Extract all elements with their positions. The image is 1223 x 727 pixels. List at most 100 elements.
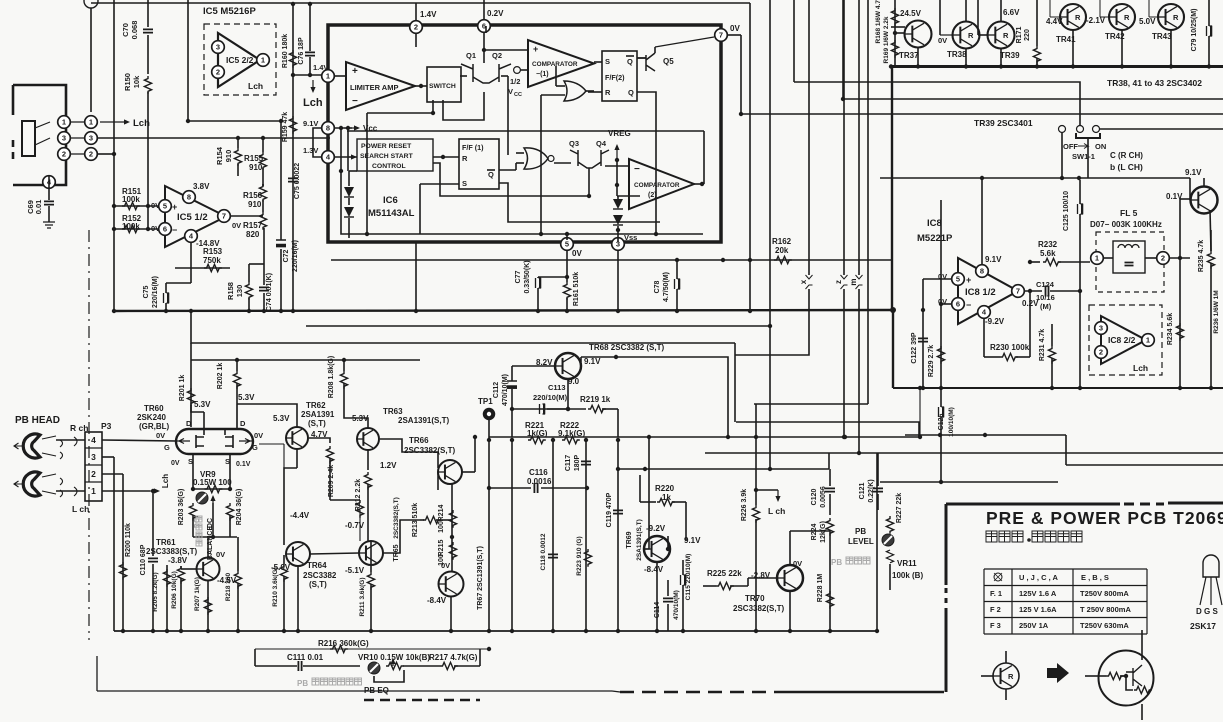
svg-text:IC8 2/2: IC8 2/2	[1108, 335, 1136, 345]
svg-text:0V: 0V	[938, 36, 947, 45]
svg-text:TP1: TP1	[478, 397, 493, 406]
svg-text:(S,T): (S,T)	[308, 419, 326, 428]
svg-text:1: 1	[326, 72, 330, 81]
svg-text:R168 1/6W 4.7k: R168 1/6W 4.7k	[875, 0, 882, 43]
svg-text:1k(G): 1k(G)	[527, 429, 548, 438]
svg-text:TR64: TR64	[307, 561, 327, 570]
svg-text:Q3: Q3	[569, 139, 579, 148]
svg-text:1.2V: 1.2V	[380, 461, 397, 470]
svg-text:C76 18P: C76 18P	[298, 37, 305, 65]
svg-text:FL 5: FL 5	[1120, 208, 1138, 218]
svg-text:R: R	[1008, 672, 1014, 681]
svg-text:ON: ON	[1095, 142, 1106, 151]
svg-text:1: 1	[91, 486, 96, 496]
svg-text:2: 2	[1161, 254, 1165, 263]
svg-text:0V: 0V	[156, 431, 165, 440]
svg-text:C113: C113	[548, 383, 566, 392]
svg-text:4.4V: 4.4V	[1046, 17, 1063, 26]
svg-text:6: 6	[163, 225, 167, 234]
svg-text:R207 1k(G): R207 1k(G)	[194, 577, 201, 611]
svg-text:125V 1.6 A: 125V 1.6 A	[1019, 589, 1057, 598]
svg-text:R150: R150	[123, 73, 132, 91]
svg-text:C122 39P: C122 39P	[911, 332, 918, 363]
svg-text:R214: R214	[438, 505, 445, 522]
svg-text:z: z	[834, 280, 843, 284]
svg-text:3: 3	[89, 134, 93, 143]
svg-text:TR67 2SC1391(S,T): TR67 2SC1391(S,T)	[477, 546, 484, 610]
svg-text:V: V	[508, 87, 513, 96]
svg-text:3: 3	[216, 43, 220, 52]
svg-text:PRE & POWER PCB T2069A: PRE & POWER PCB T2069A	[986, 508, 1223, 528]
svg-text:0V: 0V	[232, 221, 241, 230]
svg-text:R161 510k: R161 510k	[573, 272, 580, 306]
svg-text:−: −	[352, 96, 358, 107]
svg-text:2SC3382(S,T): 2SC3382(S,T)	[733, 604, 784, 613]
svg-text:TR38: TR38	[947, 50, 967, 59]
svg-text:VR11: VR11	[897, 559, 917, 568]
svg-text:R228 1M: R228 1M	[817, 574, 824, 603]
svg-text:C125 100/10: C125 100/10	[1063, 191, 1070, 231]
svg-text:5: 5	[565, 240, 569, 249]
svg-text:PB: PB	[855, 527, 866, 536]
svg-text:2: 2	[414, 23, 418, 32]
svg-text:IC5 2/2: IC5 2/2	[226, 55, 254, 65]
svg-text:R208 1.8k(G): R208 1.8k(G)	[328, 356, 335, 398]
svg-text:PB HEAD: PB HEAD	[15, 415, 60, 426]
svg-text:R204 36(G): R204 36(G)	[236, 489, 243, 526]
svg-text:3: 3	[1099, 324, 1103, 333]
svg-text:R154: R154	[215, 146, 224, 165]
svg-text:L ch: L ch	[72, 504, 89, 514]
svg-text:5: 5	[163, 202, 167, 211]
svg-text:820: 820	[246, 230, 260, 239]
svg-text:0.2V: 0.2V	[487, 9, 504, 18]
svg-text:220: 220	[1024, 29, 1031, 41]
svg-text:2SA1391(S,T): 2SA1391(S,T)	[398, 416, 449, 425]
svg-text:LEVEL: LEVEL	[848, 537, 874, 546]
svg-text:8: 8	[980, 267, 984, 276]
svg-text:SW1-1: SW1-1	[1072, 152, 1095, 161]
svg-text:1: 1	[1146, 336, 1150, 345]
svg-text:R211 3.6k(G): R211 3.6k(G)	[359, 577, 366, 616]
svg-text:0V: 0V	[216, 550, 225, 559]
svg-text:Q4: Q4	[596, 139, 607, 148]
svg-text:0.0056: 0.0056	[820, 486, 827, 508]
svg-text:C110 68P: C110 68P	[140, 544, 147, 575]
svg-text:5: 5	[956, 275, 960, 284]
svg-text:100: 100	[438, 554, 445, 566]
svg-text:−: −	[966, 300, 971, 310]
svg-text:(S,T): (S,T)	[309, 580, 327, 589]
svg-text:F. 1: F. 1	[990, 589, 1002, 598]
svg-text:5.3V: 5.3V	[194, 400, 211, 409]
svg-text:0V: 0V	[793, 559, 802, 568]
svg-text:VR10 0.15W 10k(B): VR10 0.15W 10k(B)	[358, 653, 430, 662]
svg-text:R158: R158	[226, 282, 235, 300]
svg-text:9.0: 9.0	[568, 377, 580, 386]
svg-text:6.6V: 6.6V	[1003, 8, 1020, 17]
svg-text:R230 100k: R230 100k	[990, 343, 1030, 352]
svg-text:TR43: TR43	[1152, 32, 1172, 41]
svg-text:9.1V: 9.1V	[985, 255, 1002, 264]
svg-text:R219 1k: R219 1k	[580, 395, 611, 404]
svg-text:R215: R215	[438, 540, 445, 557]
svg-text:TR69: TR69	[626, 531, 633, 548]
svg-text:130: 130	[235, 285, 244, 298]
svg-text:U , J , C , A: U , J , C , A	[1019, 573, 1058, 582]
svg-text:750k: 750k	[203, 256, 221, 265]
svg-text:R223 910 (G): R223 910 (G)	[576, 536, 583, 575]
svg-text:-9.2V: -9.2V	[985, 317, 1005, 326]
svg-text:470/10(M): 470/10(M)	[502, 374, 509, 406]
svg-text:IC6: IC6	[383, 195, 398, 206]
svg-text:C77: C77	[515, 270, 522, 283]
svg-text:R: R	[462, 154, 468, 163]
svg-text:R232: R232	[1038, 240, 1058, 249]
svg-text:6: 6	[956, 300, 960, 309]
svg-text:0V: 0V	[254, 431, 263, 440]
svg-text:F 2: F 2	[990, 605, 1001, 614]
svg-text:7: 7	[222, 212, 226, 221]
svg-text:IC8 1/2: IC8 1/2	[965, 287, 996, 298]
svg-text:3: 3	[62, 134, 66, 143]
svg-text:C (R CH): C (R CH)	[1110, 151, 1143, 160]
svg-text:-8.4V: -8.4V	[427, 596, 447, 605]
svg-text:R209 2.4k: R209 2.4k	[328, 465, 335, 497]
svg-text:F/F(2): F/F(2)	[605, 73, 625, 82]
